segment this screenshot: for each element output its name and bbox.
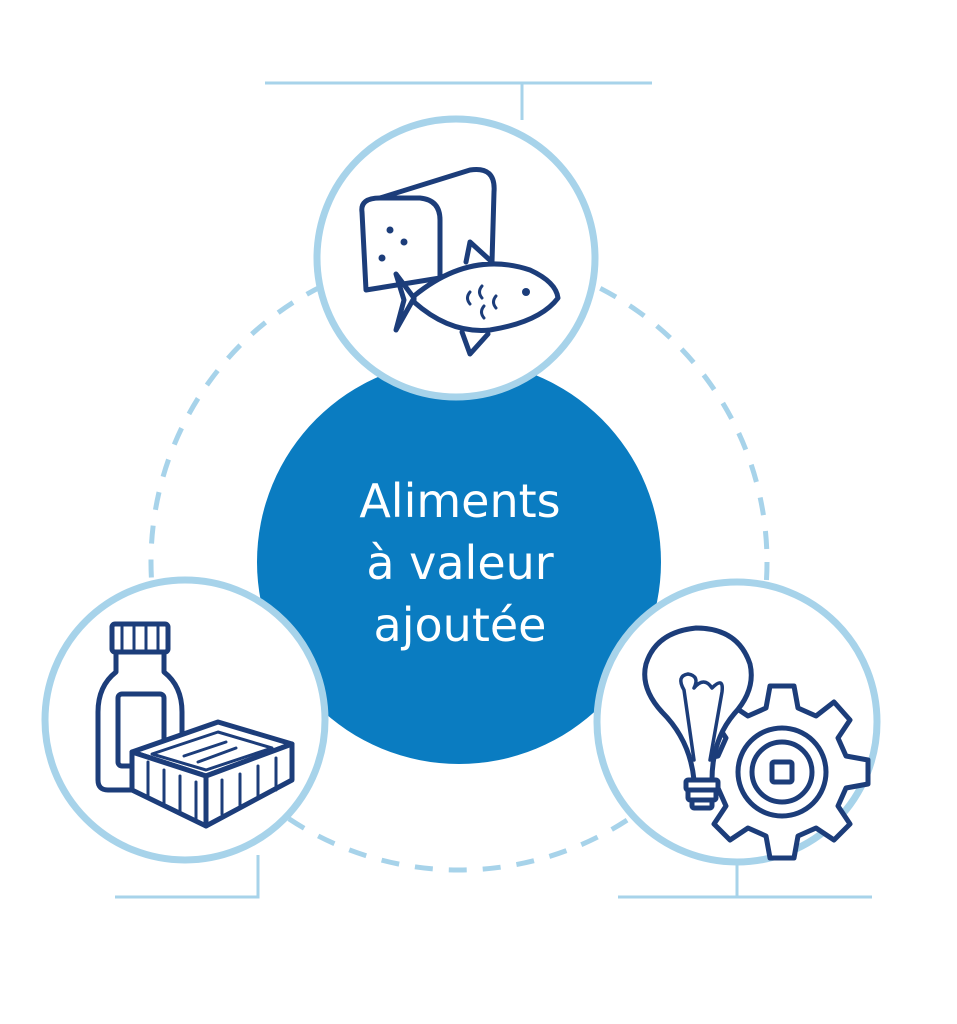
center-label: Aliments à valeur ajoutée — [300, 470, 620, 656]
lightbulb-gear-icon — [642, 625, 871, 861]
connector-bottom-left — [115, 855, 260, 899]
connector-top — [265, 81, 652, 120]
center-label-line-1: Aliments — [359, 474, 561, 528]
center-circle — [257, 360, 661, 764]
center-label-line-2: à valeur — [366, 536, 554, 590]
connector-bottom-right — [618, 862, 872, 899]
bottle-package-icon — [95, 621, 295, 829]
center-label-line-3: ajoutée — [373, 598, 547, 652]
connector-lines — [115, 81, 872, 899]
dashed-orbit — [148, 251, 770, 873]
bread-fish-icon — [359, 166, 561, 357]
